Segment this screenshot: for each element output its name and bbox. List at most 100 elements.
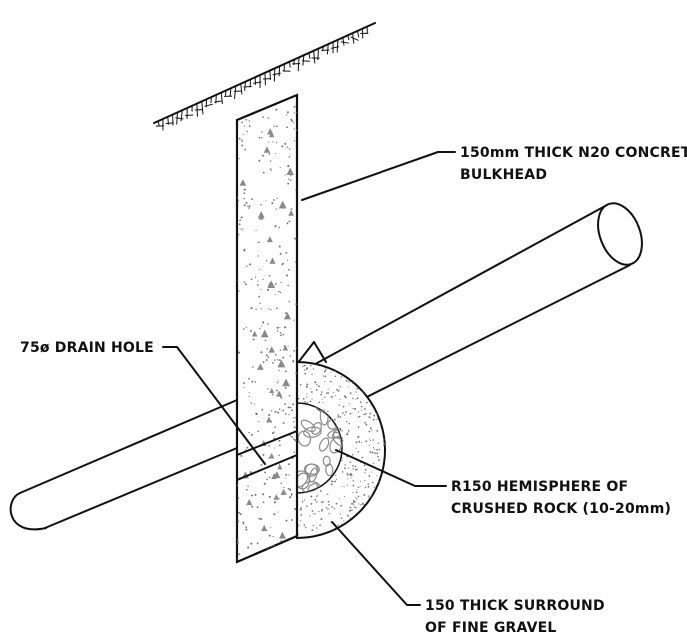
gravel-stipple bbox=[309, 400, 312, 403]
gravel-stipple bbox=[383, 438, 385, 441]
gravel-stipple bbox=[376, 496, 378, 498]
gravel-stipple bbox=[305, 385, 308, 388]
gravel-stipple bbox=[376, 506, 379, 509]
gravel-stipple bbox=[310, 391, 313, 393]
gravel-stipple bbox=[372, 524, 375, 527]
gravel-stipple bbox=[357, 426, 360, 428]
concrete-stipple bbox=[258, 159, 261, 162]
concrete-aggregate bbox=[239, 179, 247, 186]
concrete-stipple bbox=[288, 395, 291, 397]
gravel-stipple bbox=[347, 478, 349, 480]
concrete-stipple bbox=[294, 261, 297, 263]
concrete-stipple bbox=[280, 334, 282, 337]
concrete-stipple bbox=[268, 476, 271, 479]
gravel-stipple bbox=[347, 432, 349, 434]
gravel-stipple bbox=[366, 372, 369, 374]
concrete-stipple bbox=[293, 540, 295, 542]
concrete-stipple bbox=[290, 208, 293, 210]
gravel-stipple bbox=[350, 477, 352, 479]
gravel-stipple bbox=[357, 416, 360, 418]
concrete-stipple bbox=[260, 554, 263, 556]
concrete-aggregate bbox=[269, 388, 275, 394]
concrete-stipple bbox=[273, 125, 275, 128]
gravel-stipple bbox=[360, 522, 363, 525]
concrete-stipple bbox=[287, 182, 290, 185]
gravel-stipple bbox=[341, 362, 343, 365]
gravel-stipple bbox=[334, 395, 337, 397]
gravel-stipple bbox=[323, 409, 325, 411]
gravel-stipple bbox=[380, 529, 383, 532]
gravel-stipple bbox=[344, 396, 347, 399]
concrete-stipple bbox=[287, 487, 290, 490]
rock-piece bbox=[308, 467, 318, 483]
gravel-stipple bbox=[320, 509, 323, 512]
concrete-aggregate bbox=[246, 498, 253, 506]
gravel-stipple bbox=[368, 496, 370, 498]
concrete-stipple bbox=[248, 395, 250, 397]
gravel-stipple bbox=[351, 502, 354, 505]
concrete-stipple bbox=[266, 478, 268, 481]
concrete-aggregate bbox=[266, 236, 273, 243]
concrete-stipple bbox=[238, 223, 241, 226]
gravel-stipple bbox=[376, 414, 378, 416]
gravel-stipple bbox=[299, 509, 302, 511]
gravel-stipple bbox=[355, 507, 357, 509]
gravel-stipple bbox=[349, 517, 352, 519]
gravel-stipple bbox=[351, 363, 354, 366]
concrete-stipple bbox=[268, 414, 271, 416]
gravel-stipple bbox=[349, 473, 351, 476]
gravel-stipple bbox=[340, 517, 343, 520]
concrete-stipple bbox=[260, 518, 263, 521]
gravel-stipple bbox=[382, 516, 385, 518]
concrete-stipple bbox=[237, 279, 239, 282]
concrete-stipple bbox=[242, 134, 245, 136]
concrete-stipple bbox=[237, 520, 240, 523]
gravel-stipple bbox=[380, 504, 382, 506]
gravel-stipple bbox=[376, 383, 378, 385]
gravel-stipple bbox=[298, 524, 300, 526]
gravel-stipple bbox=[379, 398, 381, 400]
gravel-stipple bbox=[302, 397, 305, 400]
gravel-stipple bbox=[376, 429, 379, 432]
gravel-stipple bbox=[346, 472, 349, 475]
concrete-stipple bbox=[275, 108, 278, 111]
concrete-stipple bbox=[284, 386, 287, 389]
bulkhead-leader bbox=[301, 151, 456, 201]
concrete-stipple bbox=[278, 439, 281, 442]
gravel-stipple bbox=[348, 386, 350, 388]
concrete-stipple bbox=[286, 111, 289, 114]
gravel-stipple bbox=[352, 468, 354, 470]
gravel-stipple bbox=[368, 519, 371, 522]
concrete-stipple bbox=[254, 381, 257, 383]
concrete-stipple bbox=[279, 327, 281, 329]
gravel-stipple bbox=[339, 429, 342, 431]
gravel-stipple bbox=[351, 509, 353, 511]
concrete-aggregate bbox=[286, 167, 294, 175]
concrete-stipple bbox=[265, 354, 268, 357]
gravel-stipple bbox=[346, 433, 349, 436]
gravel-stipple bbox=[314, 499, 317, 501]
concrete-stipple bbox=[257, 280, 259, 282]
gravel-stipple bbox=[357, 495, 360, 498]
gravel-stipple bbox=[367, 485, 370, 488]
concrete-stipple bbox=[278, 408, 281, 410]
gravel-stipple bbox=[363, 464, 366, 467]
gravel-stipple bbox=[322, 375, 324, 377]
gravel-stipple bbox=[328, 513, 330, 515]
concrete-stipple bbox=[284, 403, 286, 405]
concrete-stipple bbox=[289, 435, 291, 437]
gravel-stipple bbox=[352, 371, 354, 373]
concrete-aggregate bbox=[288, 210, 294, 216]
concrete-stipple bbox=[286, 259, 289, 261]
concrete-aggregate bbox=[280, 488, 287, 495]
concrete-aggregate bbox=[273, 494, 280, 500]
gravel-stipple bbox=[306, 383, 309, 386]
gravel-stipple bbox=[355, 491, 358, 494]
gravel-stipple bbox=[339, 367, 341, 370]
gravel-stipple bbox=[301, 501, 304, 503]
surround-label-line2: OF FINE GRAVEL bbox=[425, 620, 557, 636]
gravel-stipple bbox=[345, 434, 347, 436]
gravel-stipple bbox=[345, 379, 348, 382]
gravel-stipple bbox=[376, 386, 378, 388]
concrete-stipple bbox=[276, 125, 278, 127]
